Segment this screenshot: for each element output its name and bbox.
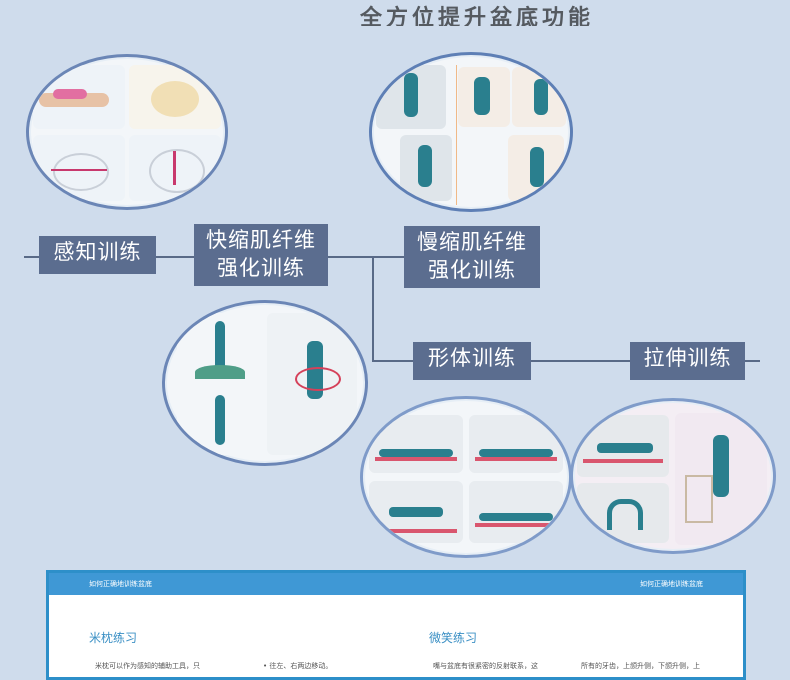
label-fast-line2: 强化训练 [217,256,305,280]
label-slow-line2: 强化训练 [428,258,516,282]
chair-photo-3 [512,67,566,127]
label-slow-line1: 慢缩肌纤维 [417,230,527,254]
mat-exercise-ellipse [360,396,572,558]
chair-photo-1 [376,65,446,129]
stretch-exercise-ellipse [570,398,776,554]
document-preview: 如何正确地训练盆底 如何正确地训练盆底 米枕练习 米枕可以作为感知的辅助工具，只… [46,570,746,680]
stretch-photo-3 [675,413,767,545]
doc-section2-text2: 所有的牙齿，上颌升侧，下颌升侧，上 [581,662,700,670]
chair-photo-4 [400,135,452,201]
label-perception-training: 感知训练 [39,236,156,274]
stretch-photo-2 [577,483,669,543]
label-fast-twitch-training: 快缩肌纤维 强化训练 [194,224,328,286]
doc-section2-text: 嘴与盆底有很紧密的反射联系，这 [433,662,538,670]
page-title: 全方位提升盆底功能 [360,6,595,26]
label-slow-twitch-training: 慢缩肌纤维 强化训练 [404,226,540,288]
label-body-shaping-training: 形体训练 [413,342,531,380]
doc-bar-left: 如何正确地训练盆底 [89,580,152,588]
doc-section1-text: 米枕可以作为感知的辅助工具，只 [95,662,200,670]
dance-panel [267,313,357,455]
connector-vertical [372,256,374,362]
chair-photo-2 [458,67,510,127]
connector-lower [372,360,760,362]
grass-stretch-panel [177,313,259,385]
doc-bar-right: 如何正确地训练盆底 [640,580,703,588]
label-fast-line1: 快缩肌纤维 [206,228,316,252]
mat-photo-2 [469,415,563,473]
perception-illustration-ellipse [26,54,228,210]
document-header-bar: 如何正确地训练盆底 如何正确地训练盆底 [49,573,743,595]
pelvis-front-panel [129,135,221,201]
standing-exercise-ellipse [162,300,368,466]
doc-section1-bullet: • 往左、右两边移动。 [263,662,333,670]
orange-divider [456,65,567,205]
stretch-photo-1 [577,415,669,477]
chair-photo-5 [508,135,564,201]
doc-section2-title: 微笑练习 [429,631,478,645]
doc-section1-title: 米枕练习 [89,631,138,645]
mat-photo-1 [369,415,463,473]
chair-exercise-ellipse [369,52,573,212]
arm-raise-panel [177,387,259,455]
pelvic-floor-panel [33,135,125,201]
pelvis-side-panel [33,65,125,129]
hands-pelvis-panel [129,65,221,129]
mat-photo-4 [469,481,563,543]
mat-photo-3 [369,481,463,543]
label-stretch-training: 拉伸训练 [630,342,745,380]
